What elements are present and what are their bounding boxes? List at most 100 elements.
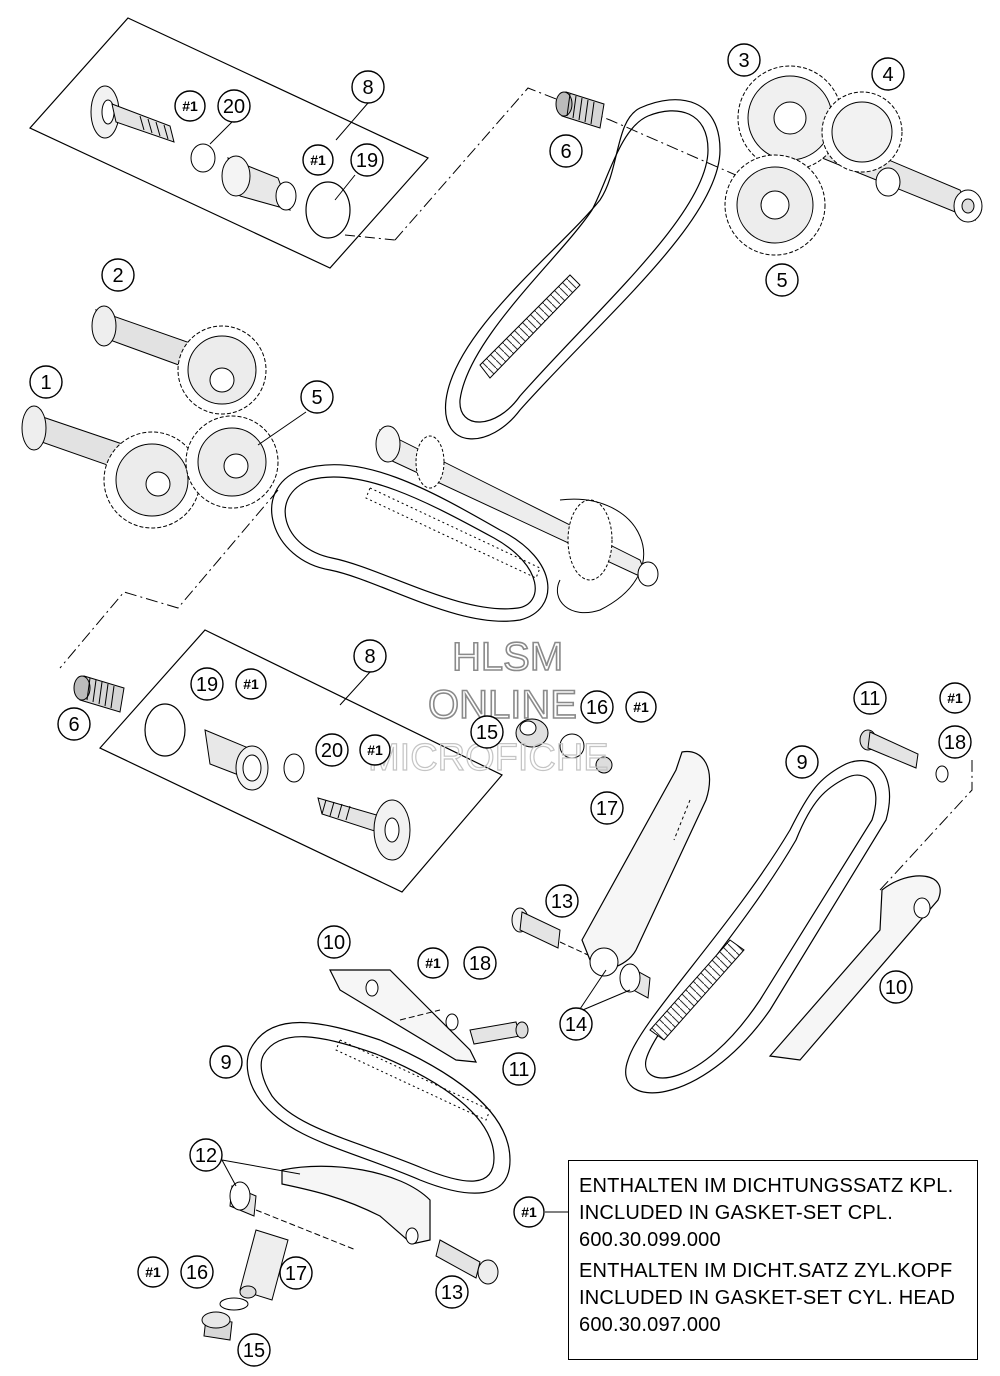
part-callout-5-11: 5 [300,380,334,414]
callout-label: 17 [285,1263,307,1285]
callout-label: 8 [364,646,375,668]
callout-label: 5 [776,270,787,292]
callout-circle [351,70,385,104]
callout-label: 11 [509,1059,530,1081]
part-callout-12-34: 12 [189,1138,223,1172]
callout-circle [590,791,624,825]
callout-label: 4 [882,64,893,86]
bearing-bolt-lower [317,797,411,861]
part-callout-10-28: 10 [317,925,351,959]
ref-callout-hash1-23: #1 [939,682,971,714]
o-ring-large-lower [144,703,186,757]
guide-bolt-lower [445,1013,529,1045]
callout-label: 10 [323,932,345,954]
gasket-set-legend: ENTHALTEN IM DICHTUNGSSATZ KPL. INCLUDED… [568,1160,978,1360]
callout-circle [180,1255,214,1289]
chain-tensioner-rail-right [768,875,941,1061]
callout-circle [580,690,614,724]
callout-circle [559,1007,593,1041]
watermark: HLSM ONLINE MICROFICHE [367,634,609,779]
timing-chain-right [625,760,891,1094]
part-callout-20-2: 20 [217,89,251,123]
callout-circle [785,745,819,779]
ref-callout-hash1-36: #1 [137,1256,169,1288]
legend-line-2: INCLUDED IN GASKET-SET CPL. [579,1202,893,1224]
callout-circle [625,691,657,723]
callout-circle [853,681,887,715]
guide-bushing [619,963,651,999]
callout-circle [209,1045,243,1079]
part-callout-14-27: 14 [559,1007,593,1041]
tensioner-piston [239,1229,289,1301]
bearing-sleeve-upper [221,155,297,211]
part-callout-6-7: 6 [549,134,583,168]
bearing-sleeve-lower [204,729,269,791]
camshaft-assembly-right [724,65,983,256]
part-callout-2-9: 2 [101,258,135,292]
o-ring-small-lower [283,753,305,783]
callout-circle [350,143,384,177]
part-callout-5-8: 5 [765,263,799,297]
legend-line-1: ENTHALTEN IM DICHTUNGSSATZ KPL. [579,1175,954,1197]
sealing-ring-lower [219,1297,249,1311]
callout-circle [137,1256,169,1288]
callout-circle [545,884,579,918]
part-callout-18-30: 18 [463,946,497,980]
legend-line-3: 600.30.099.000 [579,1229,721,1251]
chain-guide-rail-upper [581,751,711,977]
tensioner-bushing-lower [229,1181,257,1217]
callout-circle [359,734,391,766]
callout-label: #1 [182,98,198,114]
callout-label: #1 [521,1204,537,1220]
callout-circle [502,1052,536,1086]
part-callout-15-40: 15 [237,1333,271,1367]
ref-callout-hash1-17: #1 [359,734,391,766]
callout-label: 14 [565,1014,587,1036]
callout-circle [353,639,387,673]
callout-label: #1 [633,699,649,715]
tensioner-plug-upper [515,718,613,774]
needle-bearing-upper [555,91,605,129]
tensioner-bolt-lower [435,1239,499,1285]
callout-label: #1 [243,676,259,692]
part-callout-8-0: 8 [351,70,385,104]
part-callout-20-16: 20 [315,733,349,767]
part-callout-1-10: 1 [29,365,63,399]
part-callout-13-26: 13 [545,884,579,918]
part-callout-4-6: 4 [871,57,905,91]
part-callout-6-15: 6 [57,707,91,741]
callout-circle [871,57,905,91]
callout-label: 3 [738,50,749,72]
part-callout-19-13: 19 [190,667,224,701]
callout-circle [470,715,504,749]
part-callout-18-24: 18 [938,725,972,759]
callout-label: #1 [367,742,383,758]
callout-label: 16 [586,697,608,719]
callout-circle [57,707,91,741]
legend-line-4: ENTHALTEN IM DICHT.SATZ ZYL.KOPF [579,1260,953,1282]
callout-circle [463,946,497,980]
watermark-line-1: HLSM [452,635,563,679]
part-callout-16-19: 16 [580,690,614,724]
callout-circle [279,1256,313,1290]
callout-circle [417,947,449,979]
callout-label: #1 [145,1264,161,1280]
part-callout-17-38: 17 [279,1256,313,1290]
callout-circle [29,365,63,399]
callout-label: 6 [68,714,79,736]
callout-label: 19 [356,150,378,172]
callout-label: 10 [885,977,907,999]
callout-circle [765,263,799,297]
callout-circle [302,144,334,176]
callout-circle [190,667,224,701]
callout-circle [237,1333,271,1367]
ref-callout-hash1-20: #1 [625,691,657,723]
part-callout-11-31: 11 [502,1052,536,1086]
callout-circle [939,682,971,714]
o-ring-large-upper [305,181,351,239]
callout-circle [435,1275,469,1309]
callout-circle [317,925,351,959]
callout-label: 16 [186,1262,208,1284]
